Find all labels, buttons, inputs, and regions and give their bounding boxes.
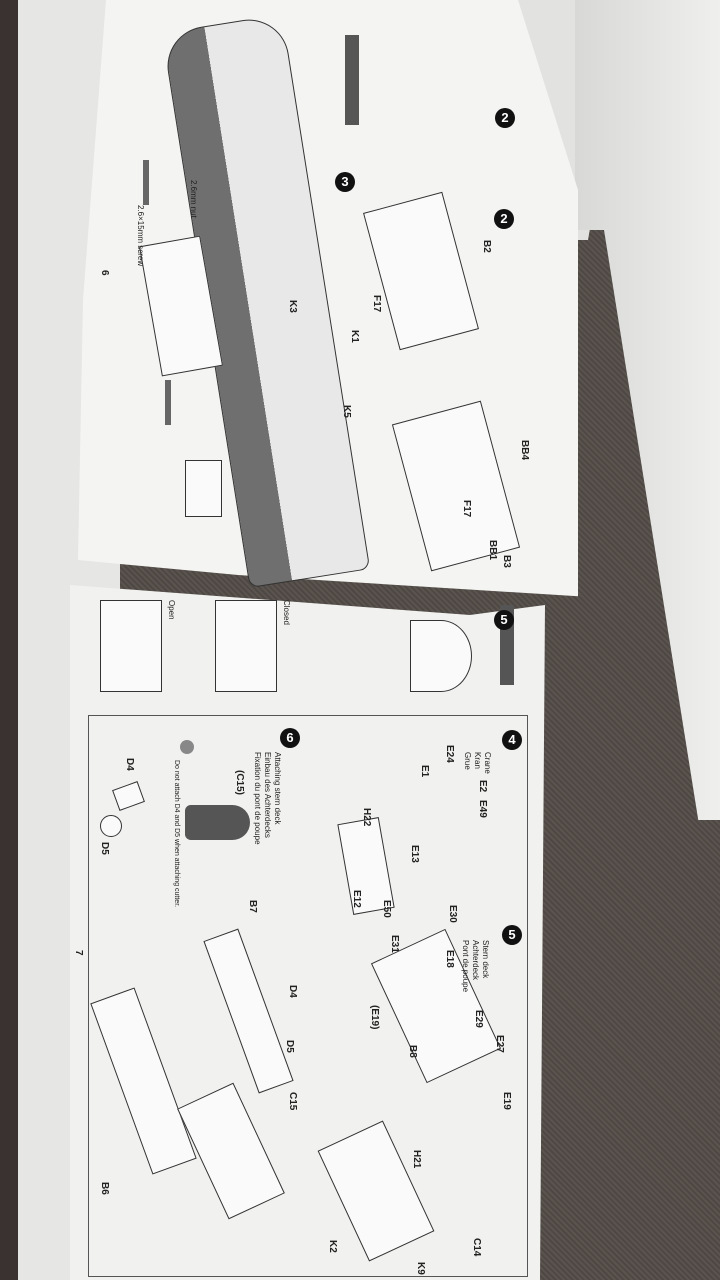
part-label: D4 xyxy=(287,985,298,998)
part-label: BB1 xyxy=(487,540,498,561)
cutter-drawing xyxy=(185,805,250,840)
part-label: K9 xyxy=(415,1262,426,1275)
step-4-badge: 4 xyxy=(502,730,522,750)
step4-title-de: Kran xyxy=(473,752,482,769)
step5-title-de: Achterdeck xyxy=(471,940,480,981)
part-label: E19 xyxy=(501,1092,512,1110)
part-label: B8 xyxy=(407,1045,418,1058)
part-label: D5 xyxy=(99,842,110,855)
step-3-badge: 3 xyxy=(335,172,355,192)
part-label: E29 xyxy=(473,1010,484,1028)
part-label: E30 xyxy=(447,905,458,923)
part-label: F17 xyxy=(371,295,382,313)
part-label: E49 xyxy=(477,800,488,818)
step4-title-en: Crane xyxy=(483,752,492,774)
step4-title-fr: Grue xyxy=(463,752,472,770)
part-label: B2 xyxy=(481,240,492,253)
part-label: E13 xyxy=(409,845,420,863)
stern-drawing xyxy=(410,620,472,692)
part-label: K5 xyxy=(341,405,352,418)
title-bar xyxy=(345,35,359,125)
step5-title-en: Stern deck xyxy=(481,940,490,979)
part-label: K1 xyxy=(349,330,360,343)
part-label: E31 xyxy=(389,935,400,953)
part-label: E2 xyxy=(477,780,488,793)
step-2-badge-b: 2 xyxy=(494,209,514,229)
step5-title-fr: Pont de poupe xyxy=(461,940,470,993)
hangar-door-drawing-2 xyxy=(215,600,277,692)
part-d5-drawing xyxy=(100,815,122,837)
part-label: C14 xyxy=(471,1238,482,1257)
part-label: E27 xyxy=(494,1035,505,1053)
part-label: (C15) xyxy=(234,770,245,796)
step6-title-fr: Fixation du pont de poupe xyxy=(253,752,262,845)
part-label: B7 xyxy=(247,900,258,913)
step-5-badge-top: 5 xyxy=(494,610,514,630)
part-label: D5 xyxy=(284,1040,295,1053)
part-label: C15 xyxy=(287,1092,298,1111)
closed-label: Closed xyxy=(282,600,291,625)
part-label: E12 xyxy=(351,890,362,908)
part-label: E1 xyxy=(419,765,430,778)
page-number-7: 7 xyxy=(73,950,84,956)
caution-dot xyxy=(180,740,194,754)
part-label: K3 xyxy=(287,300,298,313)
part-label: BB4 xyxy=(519,440,530,461)
step6-title-en: Attaching stern deck xyxy=(273,752,282,825)
nameplate-drawing xyxy=(185,460,222,517)
step-6-badge: 6 xyxy=(280,728,300,748)
step6-note: Do not attach D4 and D5 when attaching c… xyxy=(173,760,180,908)
screw-drawing xyxy=(143,160,149,205)
screw-drawing-2 xyxy=(165,380,171,425)
part-label: H21 xyxy=(411,1150,422,1169)
nut-label: 2.6mm nut xyxy=(189,180,198,218)
step6-title-de: Einbau des Achterdecks xyxy=(263,752,272,838)
part-label: (E19) xyxy=(369,1005,380,1030)
open-label: Open xyxy=(167,600,176,620)
part-label: F17 xyxy=(461,500,472,518)
part-label: B3 xyxy=(501,555,512,568)
part-label: D4 xyxy=(124,758,135,771)
screw-label: 2.6×15mm screw xyxy=(136,205,145,267)
part-label: E18 xyxy=(444,950,455,968)
hangar-door-drawing xyxy=(100,600,162,692)
step-2-badge: 2 xyxy=(495,108,515,128)
part-label: B6 xyxy=(99,1182,110,1195)
part-label: E50 xyxy=(381,900,392,918)
step-5-badge: 5 xyxy=(502,925,522,945)
instruction-panel xyxy=(88,715,528,1277)
part-label: H22 xyxy=(361,808,372,827)
part-label: E24 xyxy=(444,745,455,763)
part-label: K2 xyxy=(327,1240,338,1253)
page-number-6: 6 xyxy=(99,270,110,276)
